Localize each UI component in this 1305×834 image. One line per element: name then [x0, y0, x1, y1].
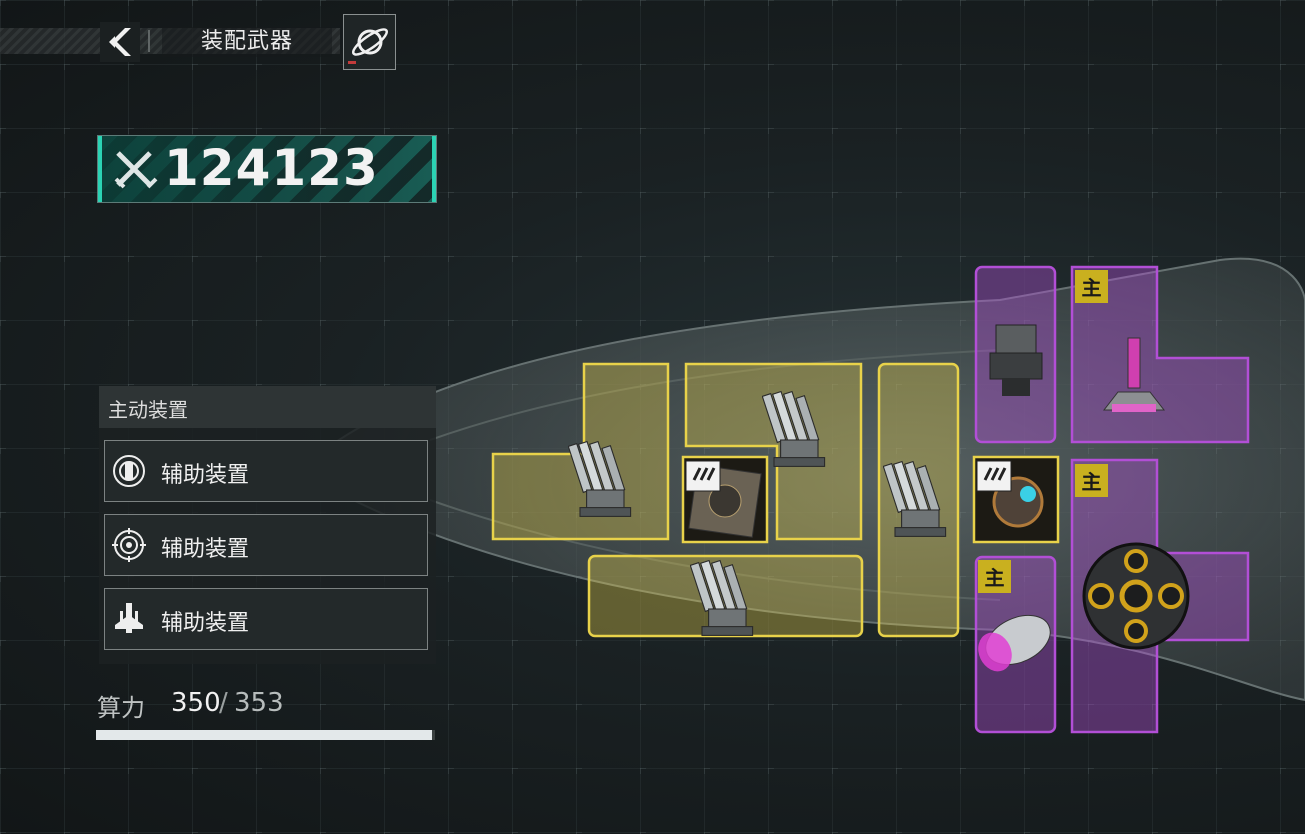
main-badge: 主 — [978, 560, 1011, 593]
turret-main-1 — [989, 324, 1043, 396]
fighter-ship-icon — [115, 603, 143, 633]
shield-rings-icon — [113, 455, 145, 487]
device-slot-3[interactable]: 辅助装置 — [104, 588, 428, 650]
secondary-slot-group — [491, 362, 1060, 638]
planet-icon — [348, 28, 388, 64]
target-reticle-icon — [112, 528, 146, 562]
power-edge-left — [98, 136, 102, 202]
device-slot-2[interactable]: 辅助装置 — [104, 514, 428, 576]
device-label: 辅助装置 — [161, 463, 250, 488]
core-device-2 — [976, 460, 1044, 528]
panel-title: 主动装置 — [108, 398, 188, 422]
compute-max: 353 — [234, 688, 284, 718]
sphere-main-4 — [1082, 542, 1190, 650]
page-title: 装配武器 — [162, 27, 332, 57]
device-slot-1[interactable]: 辅助装置 — [104, 440, 428, 502]
crossed-swords-icon — [114, 151, 158, 189]
compute-current: 350 — [171, 688, 221, 718]
device-label: 辅助装置 — [161, 537, 250, 562]
combat-power-value: 124123 — [164, 139, 379, 197]
engine-main-3 — [978, 614, 1051, 672]
secondary-slot-2 — [684, 362, 863, 541]
power-edge-right — [432, 136, 436, 202]
compute-bar-fill — [96, 730, 432, 740]
main-badge: 主 — [1075, 270, 1108, 303]
main-badge: 主 — [1075, 464, 1108, 497]
compute-bar — [96, 730, 435, 740]
back-arrow-icon — [109, 28, 131, 56]
title-separator — [148, 30, 150, 52]
planet-button[interactable] — [343, 14, 396, 70]
compute-slash: / — [219, 688, 228, 718]
pylon-main-2 — [1102, 337, 1166, 412]
device-label: 辅助装置 — [161, 611, 250, 636]
compute-label: 算力 — [97, 694, 145, 722]
active-device-panel: 主动装置 辅助装置 辅助装置 辅助装置 — [99, 386, 436, 664]
core-device-1 — [685, 460, 762, 538]
panel-header: 主动装置 — [99, 386, 436, 428]
back-button[interactable] — [100, 22, 140, 62]
combat-power-box: 124123 — [97, 135, 437, 203]
